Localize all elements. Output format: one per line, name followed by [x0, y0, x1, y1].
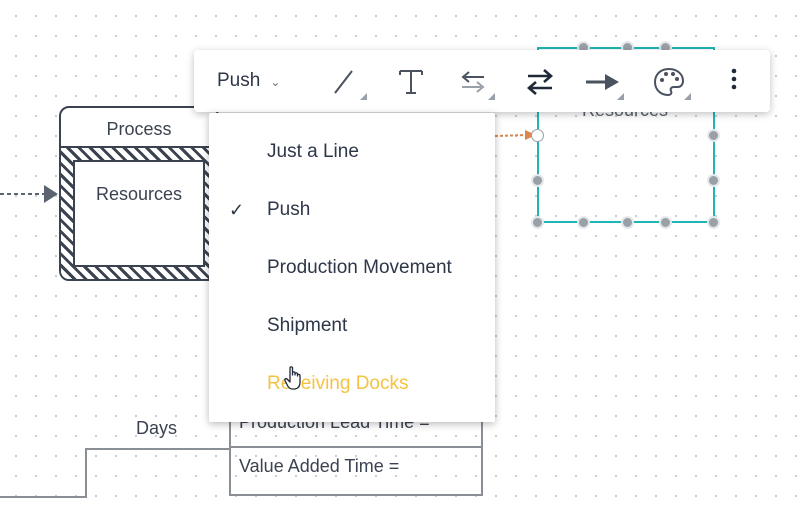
connector-toolbar: Push ⌄ — [194, 50, 770, 112]
menu-item-label: Production Movement — [267, 257, 452, 278]
process-hatched-border: Resources — [61, 148, 217, 279]
line-type-dropdown[interactable]: Push ⌄ — [217, 50, 280, 112]
timeline-days-label: Days — [136, 418, 178, 438]
menu-item-production-movement[interactable]: Production Movement — [209, 243, 495, 293]
resize-handle[interactable] — [531, 216, 544, 229]
hand-cursor-icon — [284, 366, 301, 390]
arrowhead-icon[interactable] — [582, 62, 624, 102]
resize-handle[interactable] — [707, 174, 720, 187]
value-added-time-row: Value Added Time = — [231, 446, 481, 494]
text-icon[interactable] — [391, 62, 431, 102]
connection-point[interactable] — [531, 129, 544, 142]
resize-handle[interactable] — [659, 216, 672, 229]
arrow-direction-icon[interactable] — [453, 62, 495, 102]
menu-item-label: Receiving Docks — [267, 373, 409, 394]
menu-item-push[interactable]: ✓ Push — [209, 185, 495, 235]
menu-item-label: Shipment — [267, 315, 348, 336]
resize-handle[interactable] — [707, 129, 720, 142]
menu-item-label: Push — [267, 199, 311, 220]
process-shape[interactable]: Process Resources — [59, 106, 219, 281]
chevron-down-icon: ⌄ — [270, 75, 281, 89]
line-style-icon[interactable] — [325, 62, 367, 102]
line-type-label: Push — [217, 70, 261, 91]
menu-item-shipment[interactable]: Shipment — [209, 301, 495, 351]
menu-item-label: Just a Line — [267, 141, 359, 162]
resize-handle[interactable] — [621, 216, 634, 229]
incoming-arrowhead — [44, 185, 58, 203]
timeline-step-line — [0, 448, 230, 498]
resize-handle[interactable] — [707, 216, 720, 229]
swap-arrows-icon[interactable] — [520, 62, 560, 102]
line-type-menu: Just a Line ✓ Push Production Movement S… — [209, 113, 495, 422]
menu-item-just-a-line[interactable]: Just a Line — [209, 127, 495, 177]
color-palette-icon[interactable] — [649, 62, 691, 102]
selected-connector — [494, 134, 529, 137]
process-resources-label: Resources — [95, 184, 183, 204]
resize-handle[interactable] — [577, 216, 590, 229]
checkmark-icon: ✓ — [229, 200, 245, 220]
menu-item-receiving-docks[interactable]: Receiving Docks — [209, 359, 495, 409]
process-title: Process — [61, 108, 217, 148]
more-options-icon[interactable] — [714, 62, 754, 102]
resize-handle[interactable] — [531, 174, 544, 187]
